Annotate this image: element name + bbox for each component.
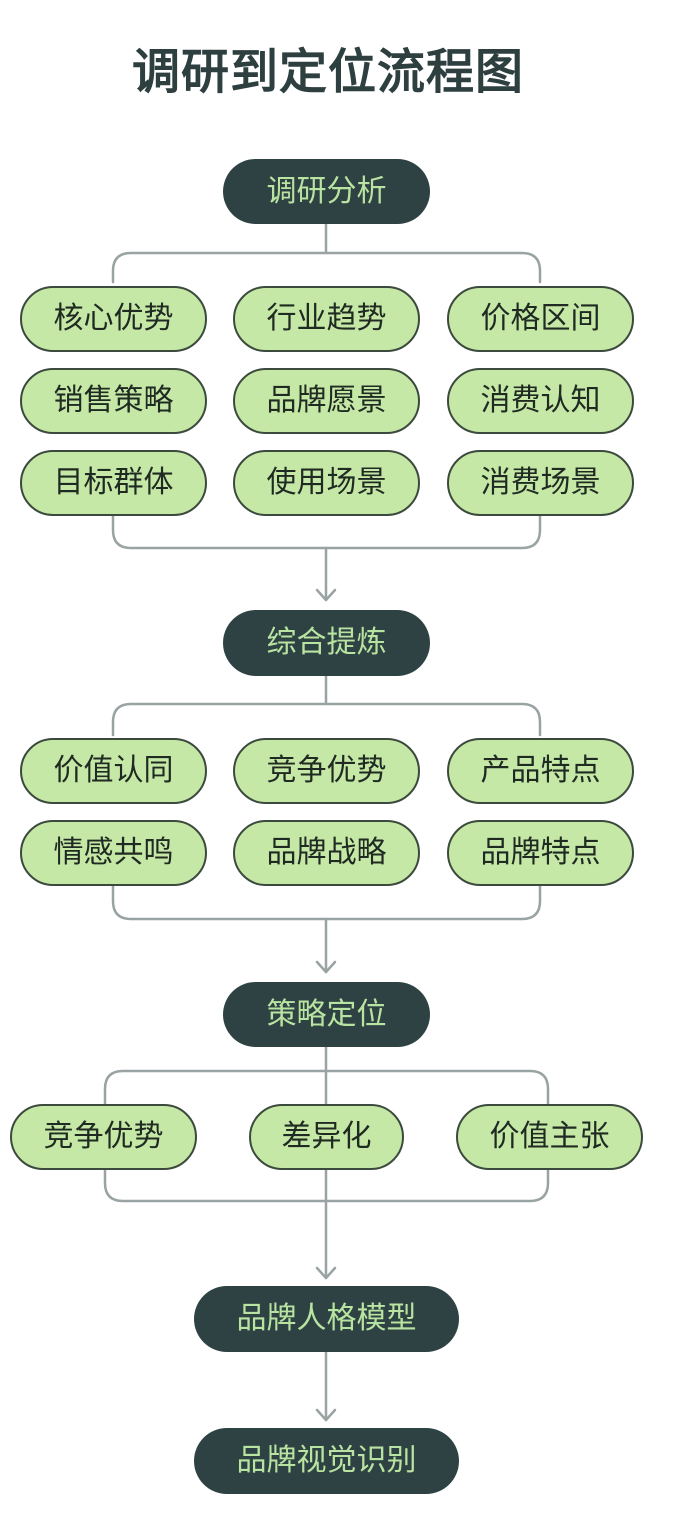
research-item: 使用场景 <box>233 450 420 516</box>
bracket-synthesis-bottom <box>111 884 542 921</box>
strategy-item: 竞争优势 <box>10 1104 197 1170</box>
strategy-item: 差异化 <box>249 1104 404 1170</box>
research-item: 销售策略 <box>20 368 207 434</box>
arrow-head-1 <box>315 588 337 602</box>
synthesis-item: 情感共鸣 <box>20 820 207 886</box>
research-item: 价格区间 <box>447 286 634 352</box>
stage-brand-personality: 品牌人格模型 <box>194 1286 459 1352</box>
research-item: 消费认知 <box>447 368 634 434</box>
research-item: 核心优势 <box>20 286 207 352</box>
research-item: 目标群体 <box>20 450 207 516</box>
arrow-head-3 <box>315 1266 337 1280</box>
research-item: 行业趋势 <box>233 286 420 352</box>
arrow-head-2 <box>315 960 337 974</box>
synthesis-item: 竞争优势 <box>233 738 420 804</box>
diagram-title: 调研到定位流程图 <box>131 44 524 100</box>
bracket-synthesis-top <box>111 702 542 737</box>
bracket-research-top <box>111 251 542 284</box>
synthesis-item: 品牌战略 <box>233 820 420 886</box>
synthesis-item: 产品特点 <box>447 738 634 804</box>
research-item: 品牌愿景 <box>233 368 420 434</box>
bracket-research-bottom <box>111 513 542 550</box>
research-item: 消费场景 <box>447 450 634 516</box>
bracket-strategy-top <box>103 1069 550 1107</box>
stage-synthesis: 综合提炼 <box>223 610 430 676</box>
strategy-item: 价值主张 <box>456 1104 643 1170</box>
stage-research: 调研分析 <box>223 159 430 224</box>
synthesis-item: 品牌特点 <box>447 820 634 886</box>
arrow-head-4 <box>315 1408 337 1422</box>
stage-brand-visual: 品牌视觉识别 <box>194 1428 459 1494</box>
stage-strategy: 策略定位 <box>223 982 430 1047</box>
synthesis-item: 价值认同 <box>20 738 207 804</box>
